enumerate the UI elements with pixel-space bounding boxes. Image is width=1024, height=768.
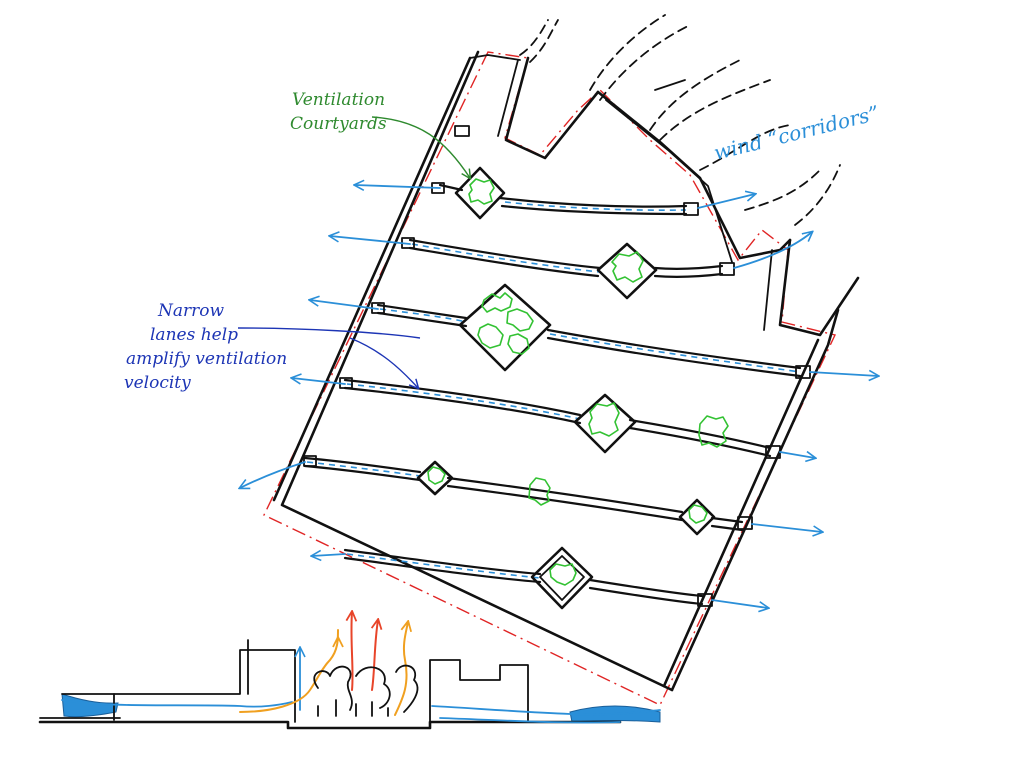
annotation-corridors: wind “corridors” xyxy=(711,101,881,165)
annotation-narrow-lanes: Narrow lanes help amplify ventilation ve… xyxy=(124,301,420,393)
note-lanes-line3: amplify ventilation xyxy=(126,349,287,369)
courtyard-7 xyxy=(532,548,592,608)
courtyard-3 xyxy=(460,285,550,370)
courtyard-4 xyxy=(575,395,635,452)
courtyards xyxy=(418,168,728,608)
courtyard-6 xyxy=(680,500,714,534)
courtyard-1 xyxy=(456,168,504,218)
courtyard-2 xyxy=(598,244,656,298)
note-courtyards-line1: Ventilation xyxy=(292,90,385,110)
note-lanes-line4: velocity xyxy=(124,373,191,393)
section-drawing xyxy=(40,612,660,728)
note-wind-corridors: wind “corridors” xyxy=(711,101,881,165)
note-lanes-line2: lanes help xyxy=(150,325,238,345)
wall-openings xyxy=(304,126,810,606)
note-lanes-line1: Narrow xyxy=(157,301,224,321)
lanes xyxy=(305,185,800,604)
wind-corridors xyxy=(520,15,840,225)
